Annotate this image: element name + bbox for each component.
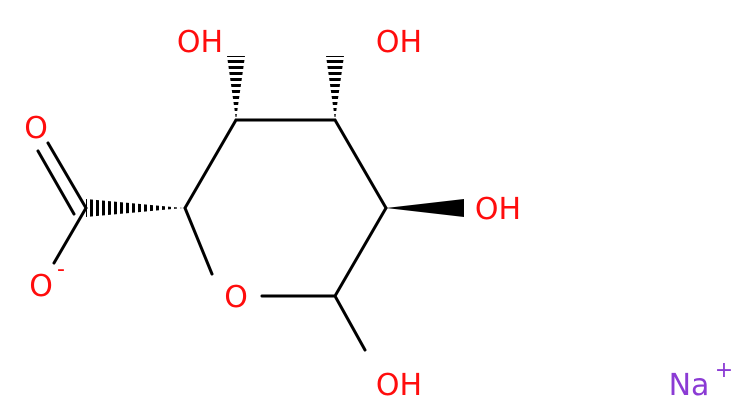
bond-c6-oh xyxy=(333,294,367,352)
bond-c1-o-double-a xyxy=(46,141,88,210)
oxygen-ring-label: O xyxy=(224,280,248,315)
bond-oring-c2 xyxy=(183,206,214,276)
bond-c2-c3 xyxy=(183,118,238,210)
oxygen-carboxylate-label: O xyxy=(29,269,53,304)
hydroxyl-c5-label: OH xyxy=(475,192,521,227)
sodium-label: Na xyxy=(669,368,710,403)
oxygen-carbonyl-label: O xyxy=(24,111,48,146)
hashed-bond-c4-oh xyxy=(326,56,344,120)
bond-c1-o-single xyxy=(52,206,88,265)
bond-c4-c5 xyxy=(333,118,388,210)
bond-c5-c6 xyxy=(333,206,388,298)
hashed-bond-c2-c1 xyxy=(86,199,183,217)
bond-c1-o-double-b xyxy=(36,149,76,216)
hydroxyl-c3-label: OH xyxy=(177,25,223,60)
hydroxyl-c4-label: OH xyxy=(376,25,422,60)
ring-bonds xyxy=(36,118,388,352)
sodium-charge: + xyxy=(715,358,733,383)
hashed-bond-c3-oh xyxy=(227,56,245,120)
carboxylate-charge: - xyxy=(57,257,65,282)
hydroxyl-c6-label: OH xyxy=(376,368,422,403)
wedge-bond-c5-oh xyxy=(386,199,464,217)
